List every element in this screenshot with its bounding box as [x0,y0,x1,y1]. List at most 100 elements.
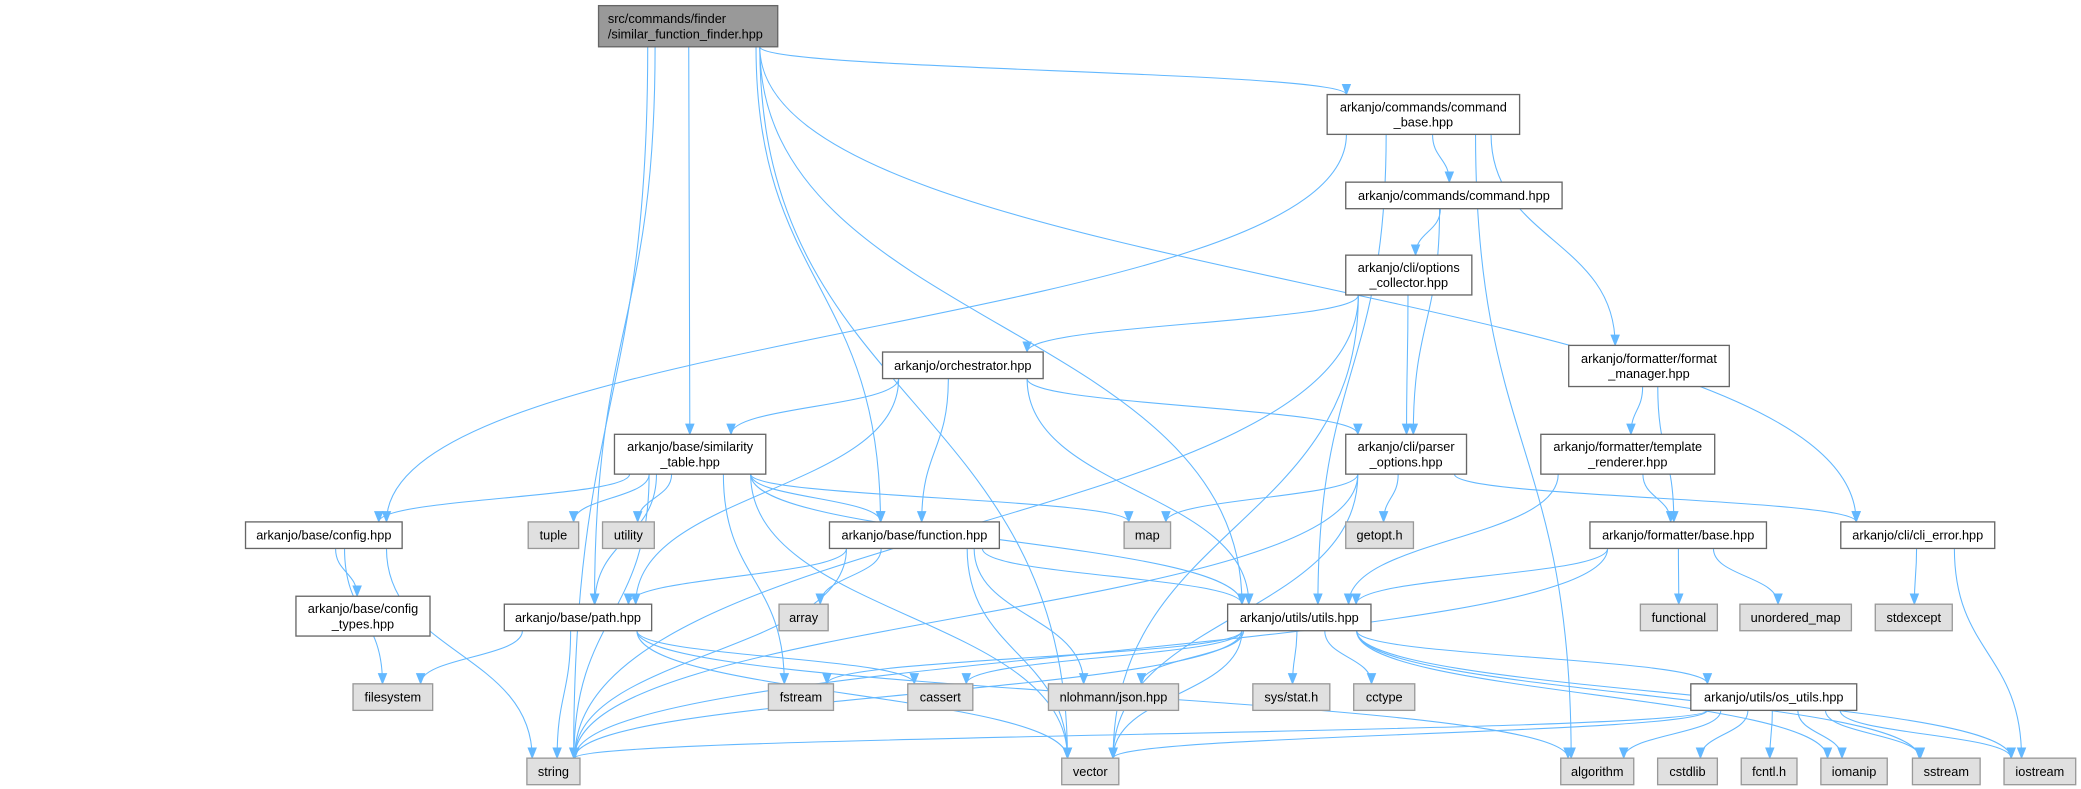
node-sysstat[interactable]: sys/stat.h [1252,683,1331,712]
node-label: functional [1652,610,1707,625]
edge-orchestrator-to-utils [1026,378,1254,606]
node-vector[interactable]: vector [1061,757,1120,786]
node-box [1739,603,1853,632]
node-box [352,683,434,712]
node-box [1560,757,1635,786]
node-iomanip[interactable]: iomanip [1820,757,1888,786]
node-map[interactable]: map [1123,521,1172,550]
edge-path-to-vector [636,630,1073,760]
node-command-base[interactable]: arkanjo/commands/command_base.hpp [1326,93,1521,136]
node-sstream[interactable]: sstream [1911,757,1981,786]
edge-path-to-cassert [636,630,919,686]
edge-os_utils-to-string [570,709,1708,760]
node-format-manager[interactable]: arkanjo/formatter/format_manager.hpp [1568,344,1730,388]
edge-function-to-vector [966,548,1073,760]
edge-root-to-string [568,46,649,760]
edge-os_utils-to-fcntl [1765,710,1775,760]
edge-config-to-string [385,548,537,760]
node-root[interactable]: src/commands/finder/similar_function_fin… [597,4,779,48]
node-label: stdexcept [1887,610,1942,625]
node-label: map [1135,528,1160,543]
node-similarity-table[interactable]: arkanjo/base/similarity_table.hpp [613,433,767,475]
node-label: fstream [780,690,822,705]
node-config[interactable]: arkanjo/base/config.hpp [244,521,403,550]
node-box [1840,521,1996,550]
node-label: _base.hpp [1393,115,1453,130]
node-parser-options[interactable]: arkanjo/cli/parser_options.hpp [1345,433,1468,475]
node-box [295,595,431,637]
edge-root-to-function [755,46,886,524]
node-box [1226,603,1372,632]
node-function[interactable]: arkanjo/base/function.hpp [828,521,1001,550]
node-box [1874,603,1953,632]
node-os-utils[interactable]: arkanjo/utils/os_utils.hpp [1690,683,1858,712]
node-label: arkanjo/base/function.hpp [841,528,987,543]
node-path[interactable]: arkanjo/base/path.hpp [503,603,653,632]
edge-similarity_table-to-function [750,474,886,524]
node-box [1345,521,1415,550]
edge-utils-to-cctype [1324,630,1377,686]
edge-similarity_table-to-config [374,473,631,524]
node-array[interactable]: array [778,603,829,632]
node-box [1345,254,1473,296]
node-cli-error[interactable]: arkanjo/cli/cli_error.hpp [1840,521,1996,550]
node-box [244,521,403,550]
node-template-renderer[interactable]: arkanjo/formatter/template_renderer.hpp [1540,433,1716,475]
node-algorithm[interactable]: algorithm [1560,757,1635,786]
node-label: sstream [1924,764,1969,779]
node-label: arkanjo/cli/options [1358,260,1460,275]
node-functional[interactable]: functional [1639,603,1719,632]
node-fstream[interactable]: fstream [767,683,835,712]
node-filesystem[interactable]: filesystem [352,683,434,712]
edge-root-to-vector [759,46,1073,760]
edge-command-to-options_collector [1410,208,1441,257]
node-box [1123,521,1172,550]
edge-utils-to-cassert [961,630,1243,686]
edge-root-to-cli_error [759,46,1861,524]
node-label: _types.hpp [331,616,394,631]
edge-cli_error-to-stdexcept [1909,548,1920,606]
edge-options_collector-to-orchestrator [1022,294,1359,354]
edge-path-to-filesystem [415,630,523,686]
node-json[interactable]: nlohmann/json.hpp [1047,683,1180,712]
node-config-types[interactable]: arkanjo/base/config_types.hpp [295,595,431,637]
node-box [1345,181,1563,210]
node-cstdlib[interactable]: cstdlib [1656,757,1719,786]
node-box [1820,757,1888,786]
node-command[interactable]: arkanjo/commands/command.hpp [1345,181,1563,210]
node-box [1589,521,1768,550]
edge-similarity_table-to-tuple [568,474,650,524]
node-getopt[interactable]: getopt.h [1345,521,1415,550]
edge-function-to-array [815,548,882,606]
edge-orchestrator-to-path [630,378,900,606]
node-label: arkanjo/commands/command.hpp [1358,188,1550,203]
node-tuple[interactable]: tuple [527,521,580,550]
node-orchestrator[interactable]: arkanjo/orchestrator.hpp [881,351,1044,380]
node-label: arkanjo/utils/utils.hpp [1240,610,1359,625]
node-unordered-map[interactable]: unordered_map [1739,603,1853,632]
edge-root-to-command_base [759,46,1351,96]
node-stdexcept[interactable]: stdexcept [1874,603,1953,632]
nodes-layer: src/commands/finder/similar_function_fin… [244,4,2077,786]
node-utils[interactable]: arkanjo/utils/utils.hpp [1226,603,1372,632]
node-cctype[interactable]: cctype [1353,683,1416,712]
node-label: sys/stat.h [1264,690,1318,705]
node-fcntl[interactable]: fcntl.h [1740,757,1798,786]
edge-command-to-parser_options [1408,208,1441,436]
node-options-collector[interactable]: arkanjo/cli/options_collector.hpp [1345,254,1473,296]
node-formatter-base[interactable]: arkanjo/formatter/base.hpp [1589,521,1768,550]
edge-utils-to-sysstat [1287,630,1298,686]
node-cassert[interactable]: cassert [907,683,974,712]
node-iostream[interactable]: iostream [2003,757,2077,786]
node-label: arkanjo/formatter/base.hpp [1602,528,1754,543]
edge-similarity_table-to-map [750,473,1134,524]
node-box [1690,683,1858,712]
edge-function-to-utils [981,548,1247,606]
node-label: array [789,610,819,625]
node-label: cctype [1366,690,1403,705]
edge-command_base-to-algorithm [1475,134,1576,760]
node-box [601,521,655,550]
node-label: cassert [920,690,962,705]
node-utility[interactable]: utility [601,521,655,550]
node-string[interactable]: string [526,757,581,786]
